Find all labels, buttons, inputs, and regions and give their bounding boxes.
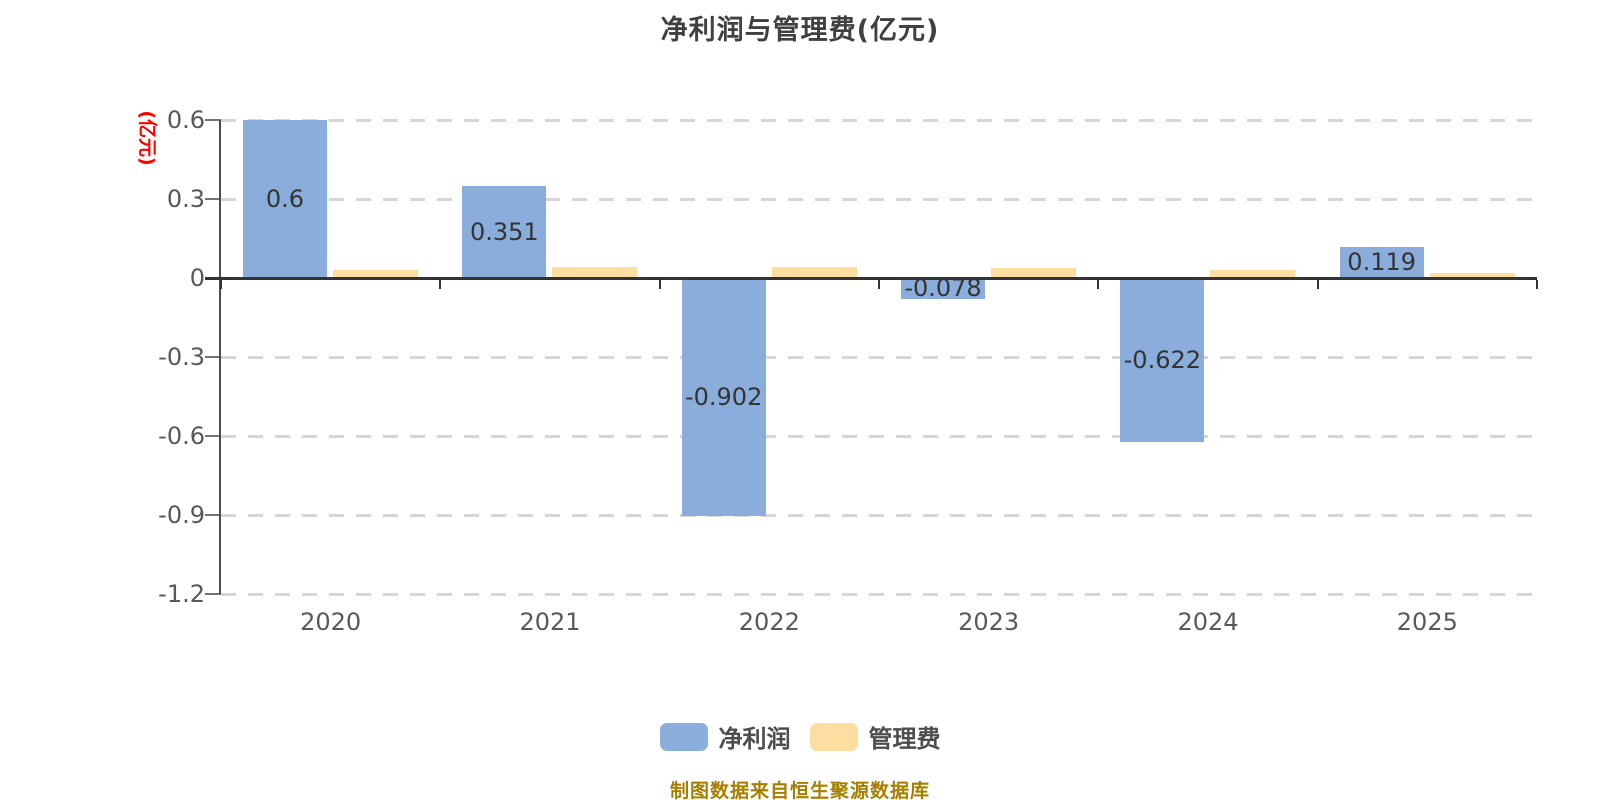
mgmt-fee-bar-2023[interactable] bbox=[991, 267, 1076, 278]
x-tick-mark bbox=[1536, 280, 1538, 289]
gridline bbox=[221, 355, 1537, 359]
x-tick-mark bbox=[220, 280, 222, 289]
x-tick-mark bbox=[658, 280, 661, 289]
gridline bbox=[221, 119, 1537, 122]
legend: 净利润 管理费 bbox=[0, 719, 1600, 754]
y-tick-label: 0 bbox=[189, 264, 205, 292]
mgmt-fee-bar-2022[interactable] bbox=[771, 267, 857, 278]
y-tick-mark bbox=[205, 355, 221, 358]
bar-value-label: -0.622 bbox=[1123, 345, 1202, 374]
x-tick-mark bbox=[439, 280, 442, 289]
x-tick-mark bbox=[1316, 280, 1319, 289]
net-profit-bar-2023[interactable] bbox=[901, 278, 985, 299]
y-tick-label: -1.2 bbox=[158, 579, 205, 608]
gridline bbox=[221, 198, 1537, 201]
y-tick-mark bbox=[205, 119, 221, 121]
y-axis-line bbox=[219, 120, 221, 594]
net-profit-bar-2021[interactable] bbox=[462, 185, 547, 278]
zero-axis-line bbox=[205, 277, 1537, 280]
net-profit-bar-2020[interactable] bbox=[243, 120, 327, 278]
bar-value-label: -0.902 bbox=[684, 382, 763, 411]
net-profit-legend-label: 净利润 bbox=[718, 725, 791, 753]
y-tick-mark bbox=[205, 513, 221, 516]
net-profit-bar-2024[interactable] bbox=[1120, 278, 1205, 442]
bar-value-label: 0.351 bbox=[469, 217, 539, 246]
bar-value-label: 0.6 bbox=[265, 185, 305, 213]
y-tick-label: 0.6 bbox=[166, 106, 205, 134]
x-axis-label-2023: 2023 bbox=[958, 608, 1020, 636]
x-axis-label-2020: 2020 bbox=[300, 608, 362, 636]
y-tick-label: -0.6 bbox=[158, 421, 205, 450]
legend-item-net-profit[interactable]: 净利润 bbox=[659, 719, 791, 754]
y-tick-label: -0.9 bbox=[158, 500, 205, 529]
bar-value-label: 0.119 bbox=[1347, 248, 1417, 277]
y-tick-mark bbox=[205, 434, 221, 437]
gridline bbox=[221, 434, 1537, 438]
gridline bbox=[221, 513, 1537, 517]
y-tick-mark bbox=[205, 198, 221, 200]
x-axis-label-2024: 2024 bbox=[1177, 608, 1239, 636]
x-axis-label-2022: 2022 bbox=[738, 608, 800, 636]
x-axis-label-2021: 2021 bbox=[519, 608, 581, 636]
mgmt-fee-legend-label: 管理费 bbox=[868, 725, 941, 753]
y-tick-label: 0.3 bbox=[166, 185, 205, 213]
net-profit-bar-2025[interactable] bbox=[1339, 246, 1424, 278]
net-profit-bar-2022[interactable] bbox=[681, 278, 766, 516]
mgmt-fee-bar-2025[interactable] bbox=[1429, 272, 1515, 278]
x-tick-mark bbox=[878, 280, 880, 289]
gridline bbox=[221, 592, 1537, 596]
mgmt-fee-bar-2024[interactable] bbox=[1210, 269, 1296, 278]
net-profit-legend-swatch bbox=[659, 722, 708, 751]
mgmt-fee-legend-swatch bbox=[809, 722, 858, 751]
y-tick-mark bbox=[205, 592, 221, 595]
y-tick-label: -0.3 bbox=[158, 342, 205, 371]
x-tick-mark bbox=[1097, 280, 1100, 289]
bar-value-label: -0.078 bbox=[904, 274, 982, 303]
legend-item-mgmt-fee[interactable]: 管理费 bbox=[809, 719, 941, 754]
source-note: 制图数据来自恒生聚源数据库 bbox=[669, 780, 930, 800]
mgmt-fee-bar-2020[interactable] bbox=[333, 270, 418, 278]
chart-title: 净利润与管理费(亿元) bbox=[660, 15, 940, 46]
x-axis-label-2025: 2025 bbox=[1396, 608, 1458, 636]
mgmt-fee-bar-2021[interactable] bbox=[552, 266, 638, 278]
